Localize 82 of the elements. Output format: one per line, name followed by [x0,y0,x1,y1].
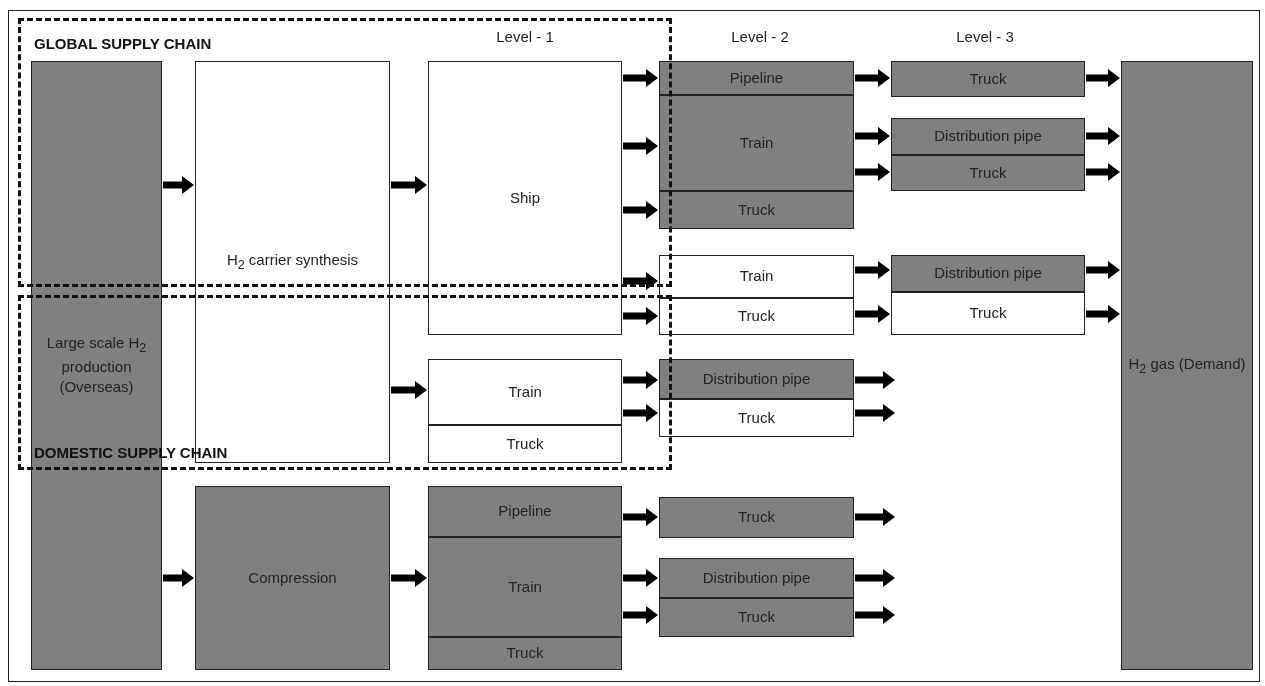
arrow [855,69,890,87]
process-box [428,537,622,637]
arrow [623,606,658,624]
node-text: Truck [738,607,775,628]
process-box [659,598,854,637]
arrow [1086,127,1120,145]
process-box [659,558,854,598]
arrow [623,569,658,587]
node-text: H$_{2}$ carrier synthesis [226,250,359,274]
arrow [623,137,658,155]
arrow [163,176,194,194]
node-text: Pipeline [729,67,784,88]
arrow [1086,261,1120,279]
node-text: Train [739,132,774,153]
node-text: Truck [506,643,544,664]
node-text: Train [739,266,774,287]
arrow [855,261,890,279]
node-text: Truck [738,507,775,528]
arrow [855,404,895,422]
arrow [855,127,890,145]
arrow [855,371,895,389]
arrow [623,69,658,87]
node-text: Distribution pipe [934,126,1042,147]
level-label: Level - 3 [955,28,1015,45]
process-box [1121,61,1253,670]
arrow [391,381,427,399]
process-box [659,298,854,335]
process-box [659,95,854,191]
node-text: Truck [969,162,1007,183]
arrow [623,508,658,526]
process-box [891,292,1085,335]
node-text: Distribution pipe [702,368,811,389]
process-box [891,61,1085,97]
level-label: Level - 1 [495,28,555,45]
arrow [391,176,427,194]
arrow [855,508,895,526]
arrow [1086,305,1120,323]
level-label: Level - 2 [730,28,790,45]
node-text: Distribution pipe [934,263,1042,284]
process-box [428,359,622,425]
node-text: Large scale H$_{2}$ production (Overseas) [45,333,148,398]
process-box [891,118,1085,155]
node-text: Truck [738,407,775,428]
arrow [623,307,658,325]
node-text: Train [508,381,542,402]
arrow [391,569,427,587]
arrow [855,606,895,624]
node-text: Train [508,576,542,597]
node-text: Truck [738,306,775,327]
arrow [163,569,194,587]
process-box [659,61,854,95]
node-text: Pipeline [498,501,552,522]
process-box [428,61,622,335]
arrow [1086,69,1120,87]
node-text: Ship [510,187,540,208]
node-text: Distribution pipe [702,567,811,588]
process-box [195,486,390,670]
node-text: Truck [969,68,1007,89]
arrow [855,163,890,181]
arrow [623,272,658,290]
process-box [659,497,854,538]
node-text: Compression [248,567,337,588]
process-box [659,255,854,298]
node-text: Truck [506,433,544,454]
arrow [623,371,658,389]
process-box [659,359,854,399]
node-text: Truck [969,303,1007,324]
arrow [1086,163,1120,181]
process-box [659,399,854,437]
node-text: H$_{2}$ gas (Demand) [1128,353,1246,378]
arrow [855,305,890,323]
process-box [891,255,1085,292]
arrow [855,569,895,587]
node-text: Truck [738,199,775,220]
arrow [623,201,658,219]
process-box [428,637,622,670]
process-box [428,425,622,463]
group-title: GLOBAL SUPPLY CHAIN [34,35,212,52]
process-box [891,155,1085,191]
process-box [659,191,854,229]
arrow [623,404,658,422]
process-box [428,486,622,537]
